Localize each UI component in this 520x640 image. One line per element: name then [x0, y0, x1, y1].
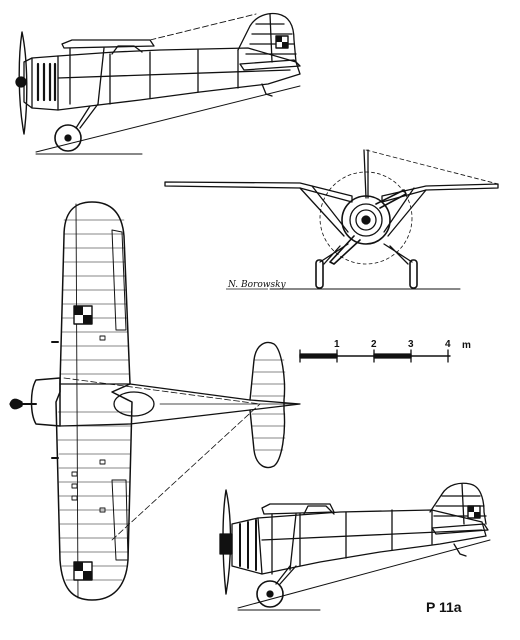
gull-wing-lower [261, 503, 335, 515]
engine-cowling [23, 55, 59, 111]
tailplane-plan [249, 341, 286, 469]
artist-signature: N. Borowsky [227, 280, 287, 290]
scale-unit: m [462, 340, 471, 351]
wing-struts [299, 185, 427, 237]
landing-gear-lower [275, 565, 297, 585]
right-wheel [409, 259, 418, 289]
left-wing [164, 181, 353, 203]
scale-tick-1: 1 [334, 339, 340, 350]
fuselage-lower [257, 509, 487, 575]
propeller-blade-lower [222, 489, 232, 595]
fin-front [363, 149, 369, 199]
scale-tick-2: 2 [371, 339, 377, 350]
cockpit [111, 45, 143, 55]
propeller-front [329, 189, 407, 265]
gear-struts [319, 243, 413, 265]
propeller-plan [9, 398, 23, 410]
scale-tick-4: 4 [445, 339, 451, 350]
insignia-plan [73, 305, 93, 581]
scale-bar [299, 349, 451, 363]
tail-fin-lower [429, 482, 487, 525]
tail-fin [237, 12, 297, 63]
tailplane [239, 59, 301, 71]
wing-strut-line [149, 13, 257, 41]
plan-view [9, 201, 301, 601]
cockpit-plan [113, 391, 155, 417]
aircraft-designation: P 11a [426, 599, 462, 615]
fuselage-plan [59, 383, 301, 427]
main-wheel [54, 124, 82, 152]
front-view [164, 149, 499, 290]
gull-wing [61, 39, 155, 49]
prop-disc [319, 171, 413, 265]
ground-line [35, 85, 301, 153]
left-wheel [315, 259, 324, 289]
aileron [111, 229, 127, 331]
engine-plan [30, 377, 61, 427]
side-view-bottom [219, 482, 491, 611]
fuselage [57, 47, 301, 111]
side-view-top [15, 12, 301, 155]
landing-gear-strut [75, 103, 99, 129]
scale-tick-3: 3 [408, 339, 414, 350]
main-wheel-lower [256, 580, 284, 608]
